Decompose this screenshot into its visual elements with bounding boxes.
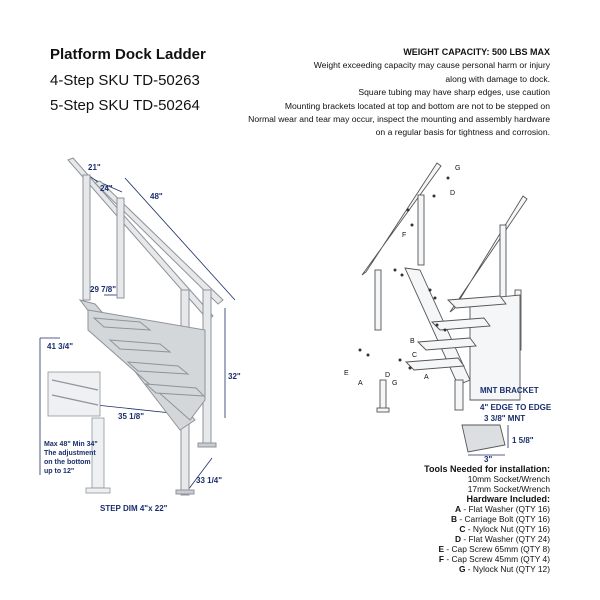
mnt-1-5-8: 1 5/8" <box>512 436 534 445</box>
part-label-a2: A <box>424 374 429 381</box>
spec-line: on a regular basis for tightness and cor… <box>375 127 550 138</box>
part-label-f: F <box>402 232 407 239</box>
hardware-item: G - Nylock Nut (QTY 12) <box>458 564 550 574</box>
step-dim: STEP DIM 4"x 22" <box>100 504 168 513</box>
part-label-a: A <box>358 380 363 387</box>
spec-line: Weight exceeding capacity may cause pers… <box>313 60 550 71</box>
mnt-bracket-title: MNT BRACKET <box>480 386 539 395</box>
dim-24: 24" <box>100 184 113 193</box>
spec-line: Normal wear and tear may occur, inspect … <box>248 114 550 125</box>
mnt-3: 3" <box>484 455 493 464</box>
hardware-heading: Hardware Included: <box>466 494 550 504</box>
dim-29-7-8: 29 7/8" <box>90 285 117 294</box>
hardware-item: A - Flat Washer (QTY 16) <box>455 504 550 514</box>
part-label-c: C <box>412 352 418 359</box>
dim-32: 32" <box>228 372 241 381</box>
part-label-e: E <box>344 370 349 377</box>
hardware-item: F - Cap Screw 45mm (QTY 4) <box>438 554 550 564</box>
part-label-d: D <box>450 190 456 197</box>
hardware-item: D - Flat Washer (QTY 24) <box>455 534 550 544</box>
part-label-g: G <box>455 165 461 172</box>
hardware-item: C - Nylock Nut (QTY 16) <box>459 524 550 534</box>
sku-4-step: 4-Step SKU TD-50263 <box>50 72 200 89</box>
hardware-item: B - Carriage Bolt (QTY 16) <box>451 514 550 524</box>
weight-capacity: WEIGHT CAPACITY: 500 LBS MAX <box>403 47 550 57</box>
part-label-g2: G <box>392 380 398 387</box>
sku-5-step: 5-Step SKU TD-50264 <box>50 97 200 114</box>
dim-48: 48" <box>150 192 163 201</box>
specs-block: WEIGHT CAPACITY: 500 LBS MAX Weight exce… <box>220 46 550 140</box>
tool-item: 10mm Socket/Wrench <box>467 474 550 484</box>
spec-line: along with damage to dock. <box>445 73 550 84</box>
hardware-item: E - Cap Screw 65mm (QTY 8) <box>438 544 550 554</box>
spec-line: Square tubing may have sharp edges, use … <box>358 87 550 98</box>
adjust-note: Max 48" Min 34" The adjustment on the bo… <box>44 441 98 475</box>
tool-item: 17mm Socket/Wrench <box>467 484 550 494</box>
dim-35-1-8: 35 1/8" <box>118 412 145 421</box>
part-label-b: B <box>410 338 415 345</box>
tools-hardware-block: Tools Needed for installation: 10mm Sock… <box>350 464 550 574</box>
part-label-d2: D <box>385 372 391 379</box>
tools-heading: Tools Needed for installation: <box>424 464 550 474</box>
page-title: Platform Dock Ladder <box>50 46 206 63</box>
mnt-3-3-8: 3 3/8" MNT <box>484 414 526 423</box>
dim-21: 21" <box>88 163 101 172</box>
spec-line: Mounting brackets located at top and bot… <box>284 100 550 111</box>
mnt-edge: 4" EDGE TO EDGE <box>480 403 552 412</box>
dim-33-1-4: 33 1/4" <box>196 476 223 485</box>
dim-41-3-4: 41 3/4" <box>47 342 74 351</box>
